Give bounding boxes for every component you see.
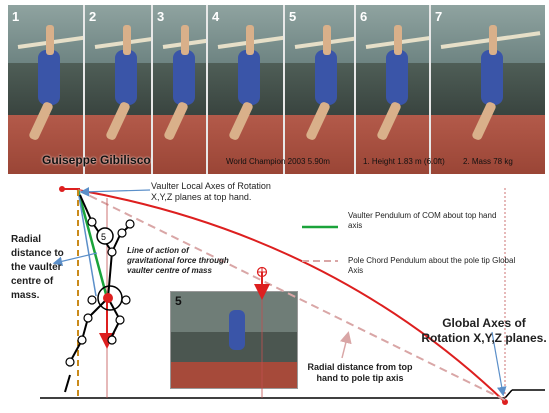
radial-hand-pointer xyxy=(339,331,352,359)
radial-hand-label: Radial distance from top hand to pole ti… xyxy=(307,362,413,383)
inset-photo: 5 xyxy=(170,291,298,389)
frame-number: 5 xyxy=(289,9,297,24)
top-hand-dot xyxy=(59,186,65,192)
vaulter-axes-label: Vaulter Local Axes of Rotation X,Y,Z pla… xyxy=(151,181,271,203)
circle-marker-label: 5 xyxy=(101,232,106,242)
head-circle xyxy=(96,227,114,245)
photo-sequence: 1 2 3 4 5 6 7 World Champion 2003 5.90m … xyxy=(8,5,545,174)
pole-arc xyxy=(77,189,506,403)
photo-frame-6: 6 xyxy=(356,5,429,174)
photo-frame-1: 1 xyxy=(8,5,83,174)
frame-number: 1 xyxy=(12,9,20,24)
radial-pointer-arrow xyxy=(52,252,98,267)
frame-number: 7 xyxy=(435,9,443,24)
caption-height: 1. Height 1.83 m (6.0ft) xyxy=(363,157,445,166)
photo-frame-2: 2 xyxy=(85,5,151,174)
gravity-label: Line of action of gravitational force th… xyxy=(127,246,229,275)
joint-markers xyxy=(65,217,135,367)
pole-chord-line xyxy=(77,189,506,401)
caption-champion: World Champion 2003 5.90m xyxy=(226,157,330,166)
caption-mass: 2. Mass 78 kg xyxy=(463,157,513,166)
frame-number: 2 xyxy=(89,9,97,24)
photo-frame-7: 7 xyxy=(431,5,545,174)
mid-com-marker xyxy=(256,266,268,278)
inset-frame-number: 5 xyxy=(175,294,182,308)
frame-number: 3 xyxy=(157,9,165,24)
com-dot xyxy=(103,293,113,303)
legend-green-label: Vaulter Pendulum of COM about top hand a… xyxy=(348,211,497,230)
global-axes-label: Global Axes of Rotation X,Y,Z planes. xyxy=(421,316,547,345)
global-pointer-arrow xyxy=(491,331,507,397)
vaulter-pendulum-line xyxy=(76,189,109,299)
pole-tip-dot xyxy=(502,399,508,405)
radial-com-line xyxy=(77,189,97,297)
athlete-name: Guiseppe Gibilisco xyxy=(42,153,151,167)
photo-frame-3: 3 xyxy=(153,5,206,174)
legend-pink-label: Pole Chord Pendulum about the pole tip G… xyxy=(348,256,516,275)
legend-swatches xyxy=(302,225,338,262)
stick-figure xyxy=(64,194,131,393)
frame-number: 4 xyxy=(212,9,220,24)
radial-distance-label: Radial distance to the vaulter centre of… xyxy=(11,234,64,301)
photo-frame-4: 4 xyxy=(208,5,283,174)
photo-frame-5: 5 xyxy=(285,5,354,174)
frame-number: 6 xyxy=(360,9,368,24)
box-edge xyxy=(504,389,513,399)
axes-pointer-arrow xyxy=(79,186,151,197)
